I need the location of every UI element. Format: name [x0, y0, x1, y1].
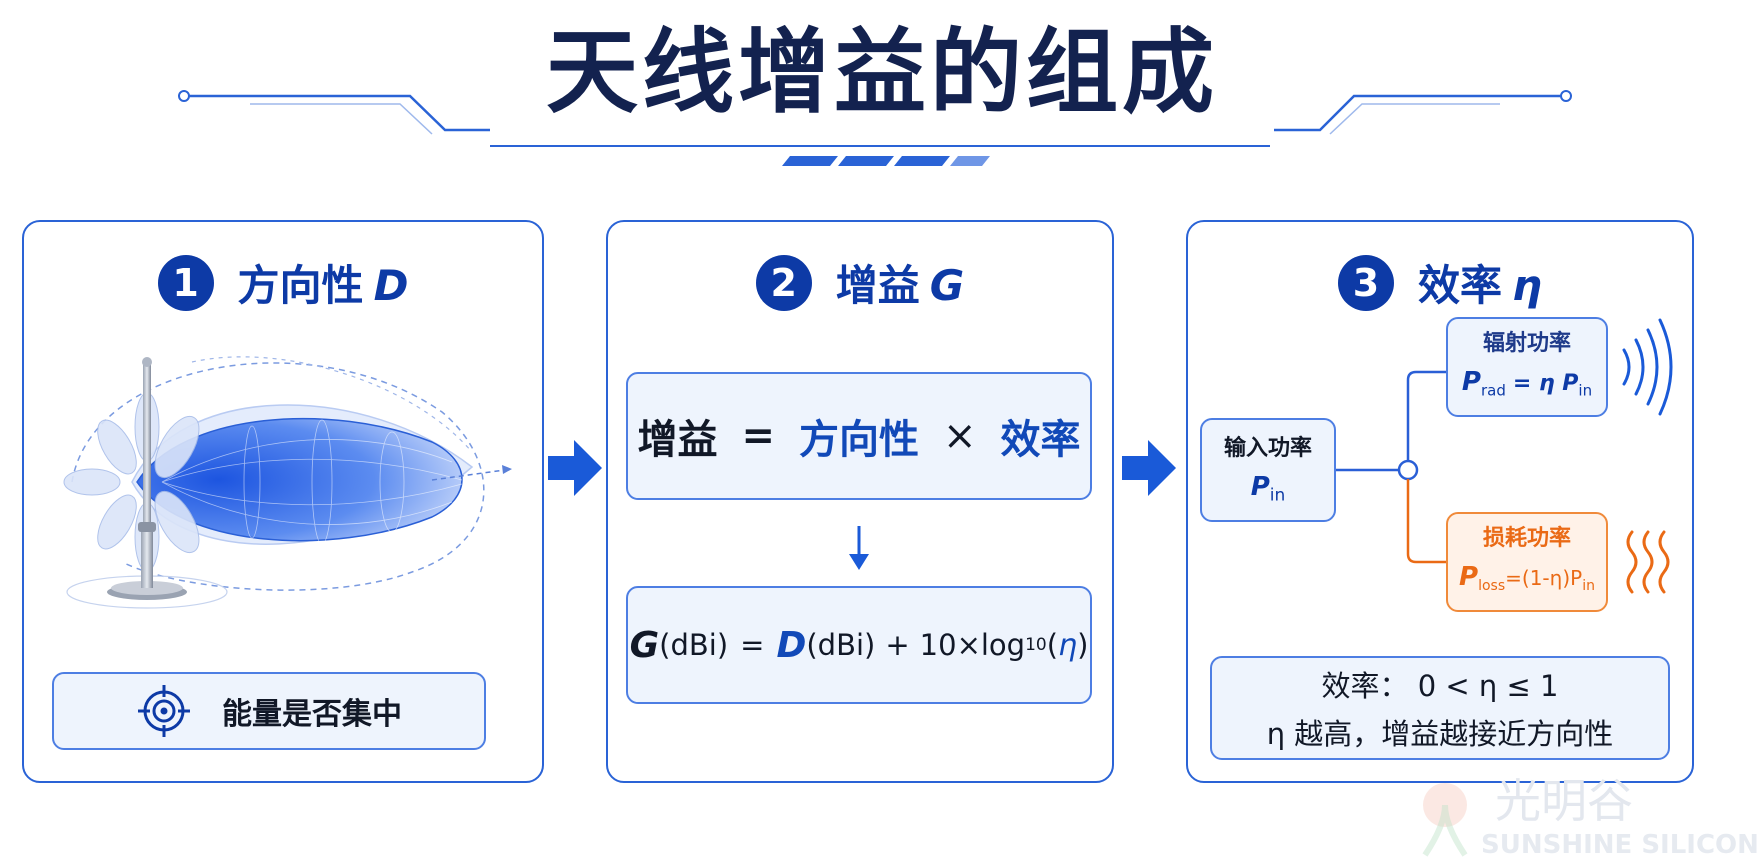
symbol-d: D: [776, 624, 807, 666]
watermark-cn: 光明谷: [1495, 774, 1633, 828]
loss-power-card: 损耗功率 Ploss=(1-η)Pin: [1446, 512, 1608, 612]
efficiency-remark: η 越高，增益越接近方向性: [1266, 717, 1614, 751]
radiation-waves-icon: [1622, 318, 1673, 416]
step-number: 3: [1338, 254, 1395, 311]
formula-equals: =: [740, 628, 765, 662]
step-number: 1: [157, 254, 214, 311]
efficiency-note-card: 效率： 0 < η ≤ 1 η 越高，增益越接近方向性: [1210, 656, 1670, 760]
arrow-right-icon: [548, 440, 602, 496]
formula-directivity: 方向性: [799, 417, 919, 463]
power-subscript: rad: [1480, 381, 1506, 400]
loss-power-label: 损耗功率: [1482, 526, 1571, 551]
unit-dbi: (dBi): [659, 628, 729, 662]
panel-symbol: D: [373, 261, 409, 310]
gain-formula-card: 增益 = 方向性 × 效率: [626, 372, 1092, 500]
header-decoration: [178, 90, 1572, 166]
power-symbol: P: [1459, 562, 1479, 592]
symbol-eta: η: [1058, 627, 1078, 663]
radiated-power-label: 辐射功率: [1482, 331, 1571, 356]
power-symbol: P: [1461, 367, 1481, 397]
formula-plus: +: [885, 628, 910, 662]
formula-equals: =: [741, 413, 775, 459]
paren-close: ): [1077, 628, 1089, 662]
radiated-power-card: 辐射功率 Prad = η Pin: [1446, 317, 1608, 417]
input-power-label: 输入功率: [1223, 436, 1312, 461]
power-symbol: P: [1250, 472, 1270, 502]
power-subscript: in: [1269, 485, 1286, 506]
formula-efficiency: 效率: [1000, 417, 1081, 463]
panel-symbol: G: [929, 261, 965, 310]
page-title: 天线增益的组成: [545, 19, 1218, 126]
arrow-down-icon: [849, 526, 869, 570]
target-icon: [138, 685, 190, 737]
heat-waves-icon: [1626, 530, 1670, 594]
power-subscript: loss: [1478, 578, 1506, 594]
watermark-logo: 光明谷 SUNSHINE SILICON: [1422, 774, 1759, 860]
unit-dbi: (dBi): [806, 628, 876, 662]
panel-label: 效率: [1418, 261, 1503, 310]
efficiency-range: 效率： 0 < η ≤ 1: [1321, 669, 1559, 703]
panel-label: 增益: [835, 261, 920, 310]
caption-text: 能量是否集中: [222, 697, 402, 732]
antenna-radiation-pattern: [63, 356, 513, 609]
arrow-right-icon: [1122, 440, 1176, 496]
symbol-g: G: [629, 624, 660, 666]
power-subscript: in: [1578, 381, 1593, 400]
radiated-expression: = η P: [1512, 371, 1579, 396]
formula-times: ×: [943, 413, 977, 459]
power-subscript: in: [1582, 578, 1595, 594]
input-power-card: 输入功率 Pin: [1200, 418, 1336, 522]
caption-card: 能量是否集中: [52, 672, 486, 750]
loss-expression: =(1-η)P: [1505, 566, 1583, 590]
panel-symbol: η: [1512, 261, 1542, 310]
watermark-en: SUNSHINE SILICON: [1481, 830, 1759, 860]
log-term: 10×log: [919, 628, 1026, 662]
paren-open: (: [1046, 628, 1059, 662]
panel-label: 方向性: [237, 261, 364, 310]
formula-gain: 增益: [637, 417, 718, 463]
step-number: 2: [755, 254, 812, 311]
log-base: 10: [1025, 635, 1047, 655]
